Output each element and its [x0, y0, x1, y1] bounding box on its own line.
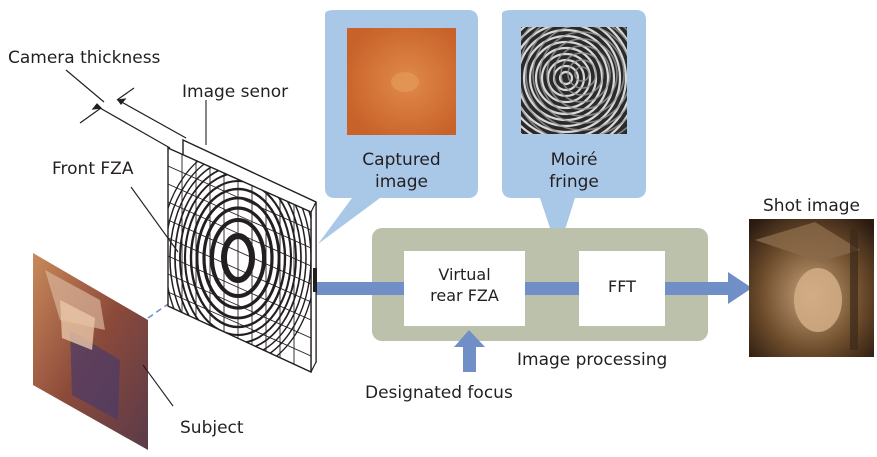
flow-arrow [314, 272, 752, 304]
captured-image-label: Captured image [325, 149, 478, 193]
camera-thickness-dimension [65, 69, 187, 149]
captured-image-line1: Captured [362, 150, 441, 170]
designated-focus-label: Designated focus [365, 383, 513, 403]
virtual-rear-fza-box [404, 251, 525, 326]
subject-image [33, 253, 148, 450]
captured-image-line2: image [375, 172, 428, 193]
callout-moire-fringe [502, 10, 646, 252]
moire-fringe-thumbnail [521, 27, 627, 134]
shot-image [749, 219, 874, 357]
callout-captured-image [318, 10, 478, 244]
designated-focus-arrow [454, 330, 485, 372]
front-fza-leader [130, 186, 179, 253]
virtual-rear-fza-label: Virtual rear FZA [404, 265, 525, 307]
image-sensor-label: Image senor [182, 82, 289, 102]
front-fza [167, 146, 312, 374]
front-fza-label: Front FZA [52, 159, 134, 179]
subject-label: Subject [180, 418, 244, 438]
subject-leader [142, 364, 174, 407]
image-processing-label: Image processing [517, 350, 668, 370]
fft-box [579, 251, 665, 326]
moire-fringe-label: Moiré fringe [502, 149, 646, 193]
shot-image-label: Shot image [763, 196, 860, 216]
fft-label: FFT [608, 277, 636, 296]
virtual-rear-fza-line1: Virtual [438, 265, 491, 284]
moire-fringe-line1: Moiré [550, 150, 598, 170]
virtual-rear-fza-line2: rear FZA [430, 285, 499, 305]
moire-fringe-line2: fringe [549, 172, 599, 193]
camera-thickness-label: Camera thickness [8, 48, 161, 68]
